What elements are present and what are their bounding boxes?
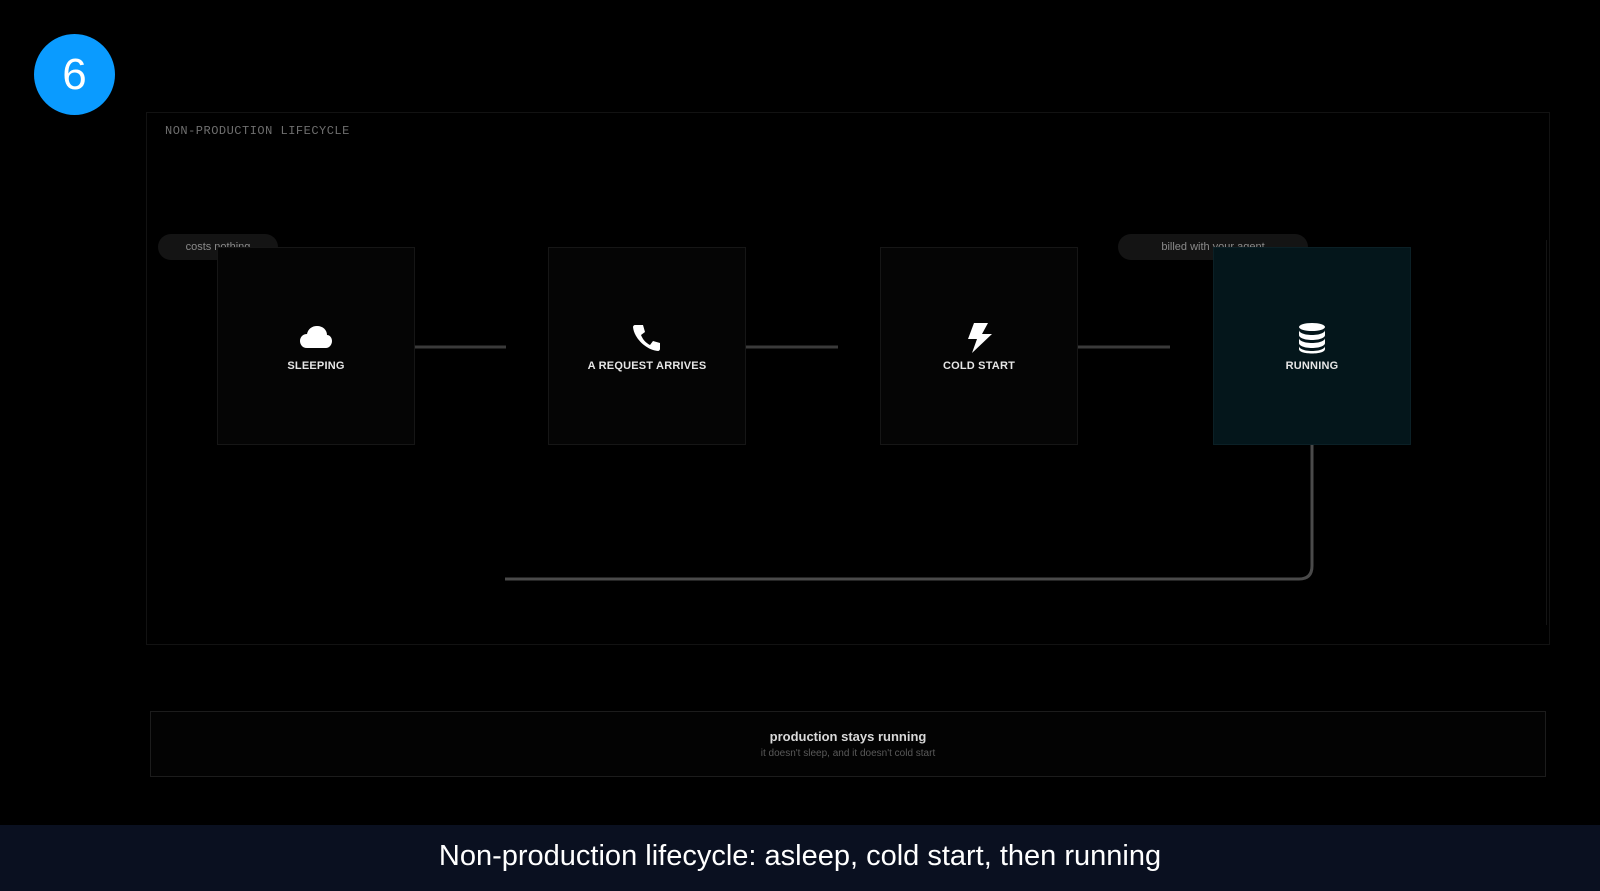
database-icon bbox=[1214, 322, 1410, 354]
cloud-icon bbox=[218, 322, 414, 354]
stage-request-arrives: A REQUEST ARRIVES bbox=[548, 247, 746, 445]
production-subtitle: it doesn't sleep, and it doesn't cold st… bbox=[760, 748, 936, 759]
caption-bar: Non-production lifecycle: asleep, cold s… bbox=[0, 825, 1600, 891]
lightning-icon bbox=[881, 322, 1077, 354]
stage-label: A REQUEST ARRIVES bbox=[587, 360, 707, 372]
stage-label: COLD START bbox=[942, 360, 1016, 372]
stage-label: SLEEPING bbox=[287, 360, 345, 372]
connector-running-loop-back bbox=[505, 445, 1314, 581]
stage-label: RUNNING bbox=[1285, 360, 1339, 372]
frame-title: NON-PRODUCTION LIFECYCLE bbox=[165, 124, 350, 138]
step-badge: 6 bbox=[34, 34, 115, 115]
stage-running: RUNNING bbox=[1213, 247, 1411, 445]
caption-text: Non-production lifecycle: asleep, cold s… bbox=[438, 840, 1162, 872]
phone-icon bbox=[549, 322, 745, 354]
lifecycle-frame bbox=[146, 112, 1550, 645]
frame-rail bbox=[1546, 240, 1547, 625]
stage-cold-start: COLD START bbox=[880, 247, 1078, 445]
stage-sleeping: SLEEPING bbox=[217, 247, 415, 445]
production-title: production stays running bbox=[769, 729, 927, 744]
production-note: production stays running it doesn't slee… bbox=[150, 711, 1546, 777]
